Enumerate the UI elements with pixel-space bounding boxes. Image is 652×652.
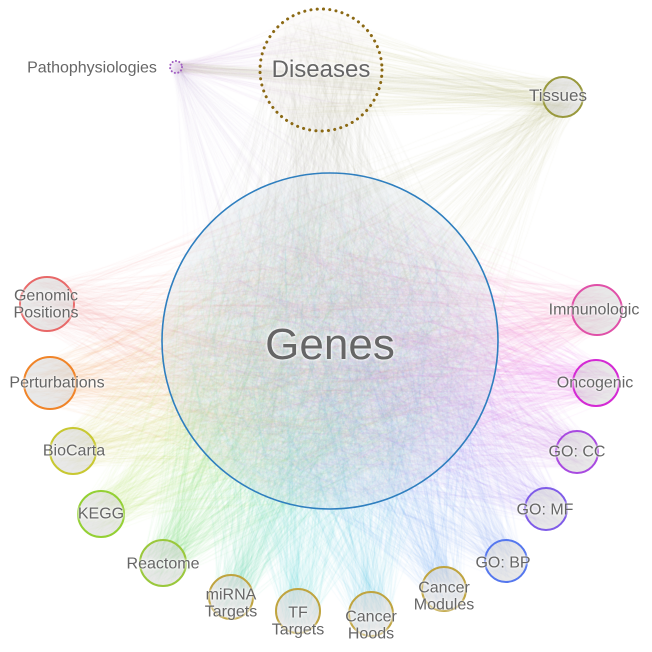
node-perturbations[interactable] [23, 356, 77, 410]
node-tissues[interactable] [542, 76, 584, 118]
node-oncogenic[interactable] [572, 359, 620, 407]
node-diseases[interactable] [258, 7, 384, 133]
node-go-bp[interactable] [484, 539, 528, 583]
node-biocarta[interactable] [49, 427, 97, 475]
node-reactome[interactable] [139, 539, 187, 587]
node-pathophysiologies[interactable] [169, 60, 183, 74]
node-mirna-targets[interactable] [208, 574, 254, 620]
node-cancer-hoods[interactable] [348, 591, 394, 637]
node-tf-targets[interactable] [275, 588, 321, 634]
node-genomic-positions[interactable] [19, 276, 75, 332]
node-kegg[interactable] [77, 490, 125, 538]
node-go-mf[interactable] [524, 487, 568, 531]
node-immunologic[interactable] [571, 284, 623, 336]
node-go-cc[interactable] [555, 430, 599, 474]
node-genes[interactable] [161, 172, 499, 510]
node-cancer-modules[interactable] [421, 566, 467, 612]
